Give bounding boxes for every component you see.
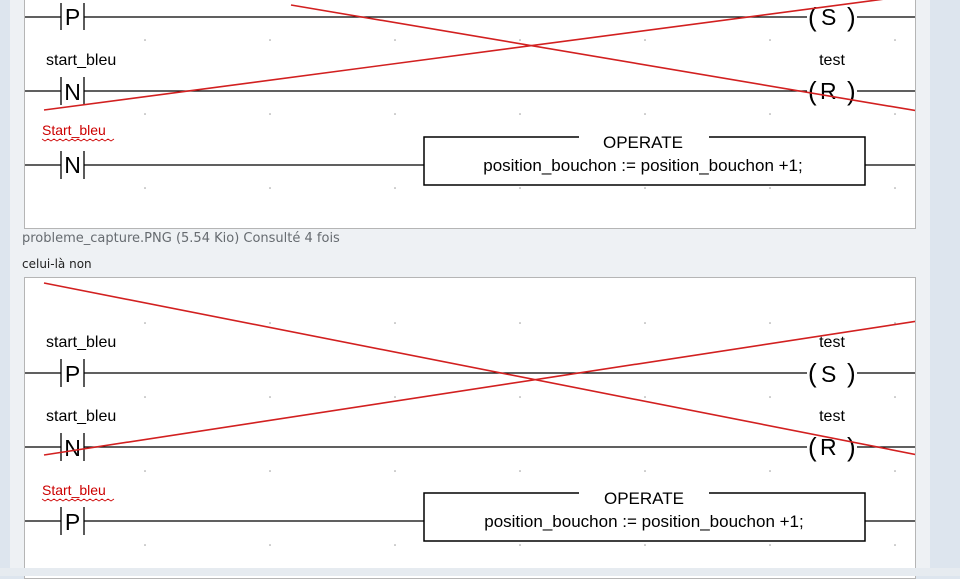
ladder-diagram-2: start_bleu P test ( S ) start_bleu N xyxy=(25,282,915,546)
grid-dots xyxy=(144,322,896,546)
contact-symbol: P xyxy=(65,509,80,535)
rung-3: Start_bleu P OPERATE position_bouchon :=… xyxy=(25,475,915,542)
contact-symbol: N xyxy=(64,79,81,105)
svg-text:(: ( xyxy=(808,358,817,388)
ladder-diagram-1: P ( S ) start_bleu N test ( R ) xyxy=(25,0,915,189)
block-title: OPERATE xyxy=(604,489,684,508)
operate-block xyxy=(423,492,866,542)
contact-symbol: N xyxy=(64,435,81,461)
spell-squiggle xyxy=(41,138,115,142)
attachment-caption: probleme_capture.PNG (5.54 Kio) Consulté… xyxy=(22,231,340,246)
grid-dots xyxy=(144,39,896,189)
post-comment: celui-là non xyxy=(22,257,92,271)
coil-label: test xyxy=(819,334,845,351)
error-label: Start_bleu xyxy=(42,122,106,138)
rung-2: start_bleu N test ( R ) xyxy=(25,52,915,106)
operate-block xyxy=(423,136,866,186)
rung-2: start_bleu N test ( R ) xyxy=(25,408,915,462)
svg-text:): ) xyxy=(847,432,856,462)
rung-1: P ( S ) xyxy=(25,2,915,32)
forum-post: P ( S ) start_bleu N test ( R ) xyxy=(10,0,930,579)
coil-symbol: S xyxy=(821,361,836,387)
contact-label: start_bleu xyxy=(46,334,116,351)
svg-text:): ) xyxy=(847,2,856,32)
contact-label: start_bleu xyxy=(46,52,116,69)
error-label: Start_bleu xyxy=(42,482,106,498)
block-code: position_bouchon := position_bouchon +1; xyxy=(483,156,802,175)
page-bottom-bar xyxy=(0,568,960,576)
coil-symbol: S xyxy=(821,4,836,30)
rung-3: Start_bleu N OPERATE position_bouchon :=… xyxy=(25,115,915,186)
contact-label: start_bleu xyxy=(46,408,116,425)
coil-symbol: R xyxy=(820,78,837,104)
svg-text:): ) xyxy=(847,358,856,388)
coil-symbol: R xyxy=(820,434,837,460)
coil-label: test xyxy=(819,408,845,425)
block-title: OPERATE xyxy=(603,133,683,152)
contact-symbol: P xyxy=(65,361,80,387)
red-cross-mark xyxy=(43,0,915,112)
contact-symbol: N xyxy=(64,152,81,178)
svg-text:(: ( xyxy=(808,432,817,462)
rung-1: start_bleu P test ( S ) xyxy=(25,334,915,388)
svg-text:(: ( xyxy=(808,76,817,106)
ladder-screenshot-2: start_bleu P test ( S ) start_bleu N xyxy=(24,277,916,579)
block-code: position_bouchon := position_bouchon +1; xyxy=(484,512,803,531)
spell-squiggle xyxy=(41,498,115,502)
red-cross-mark xyxy=(43,282,915,456)
svg-text:): ) xyxy=(847,76,856,106)
coil-label: test xyxy=(819,52,845,69)
contact-symbol: P xyxy=(65,4,80,30)
svg-text:(: ( xyxy=(808,2,817,32)
ladder-screenshot-1: P ( S ) start_bleu N test ( R ) xyxy=(24,0,916,229)
